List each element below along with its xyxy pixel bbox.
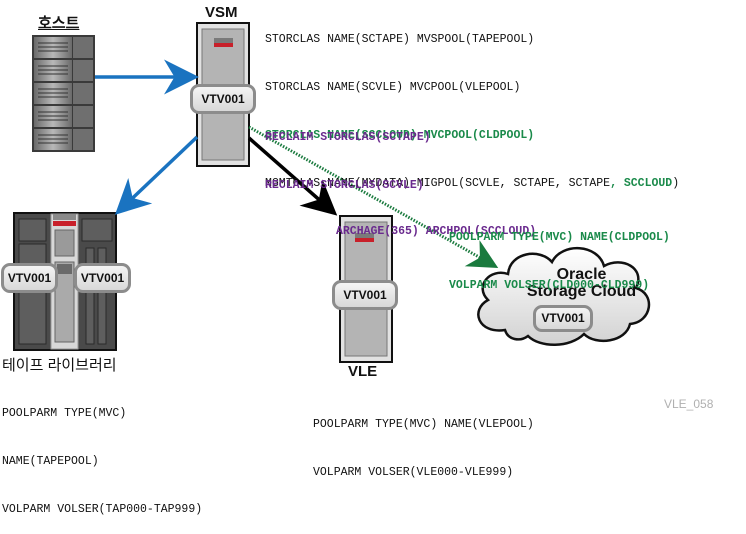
cloud-cmd-line2: VOLPARM VOLSER(CLD000-CLD999) — [449, 279, 650, 292]
vsm-vtv-badge: VTV001 — [190, 84, 256, 114]
vsm-to-vle-arrow — [247, 136, 338, 216]
vle-cmd-line2: VOLPARM VOLSER(VLE000-VLE999) — [313, 466, 514, 479]
vsm-cmd-line2: STORCLAS NAME(SCVLE) MVCPOOL(VLEPOOL) — [265, 81, 521, 94]
vsm-cmd-line4-green: SCCLOUD — [623, 177, 673, 190]
reclaim-line1: RECLAIM STORCLAS(SCTAPE) — [265, 131, 431, 144]
tape-vtv-right-badge: VTV001 — [74, 263, 131, 293]
vsm-to-tape-arrow — [114, 135, 199, 215]
cloud-label-line2: Storage Cloud — [526, 283, 637, 300]
tape-cmd-line2: NAME(TAPEPOOL) — [2, 455, 99, 468]
tape-commands: POOLPARM TYPE(MVC) NAME(TAPEPOOL) VOLPAR… — [2, 374, 202, 534]
figure-id: VLE_058 — [664, 397, 714, 411]
vsm-cmd-line4-sep: , — [610, 177, 624, 190]
cloud-commands: POOLPARM TYPE(MVC) NAME(CLDPOOL) VOLPARM… — [449, 198, 670, 310]
tape-cmd-line1: POOLPARM TYPE(MVC) — [2, 407, 127, 420]
host-server-icon — [32, 35, 95, 152]
cloud-vtv-badge: VTV001 — [533, 305, 593, 332]
vsm-cmd-line4-main: MGMTCLAS NAME(MYDATA) MIGPOL(SCVLE, SCTA… — [265, 177, 611, 190]
tape-vtv-left-badge: VTV001 — [1, 263, 58, 293]
vle-cmd-line1: POOLPARM TYPE(MVC) NAME(VLEPOOL) — [313, 418, 534, 431]
vle-label: VLE — [348, 363, 378, 380]
cloud-label: Oracle Storage Cloud — [509, 266, 654, 300]
cloud-cmd-line1: POOLPARM TYPE(MVC) NAME(CLDPOOL) — [449, 231, 670, 244]
vsm-cmd-line4-end: ) — [672, 177, 680, 190]
reclaim-line2: RECLAIM STORCLAS(SCVLE) — [265, 179, 424, 192]
tape-cmd-line3: VOLPARM VOLSER(TAP000-TAP999) — [2, 503, 203, 516]
vsm-label: VSM — [205, 4, 238, 21]
diagram-graphics — [13, 22, 651, 363]
cloud-icon — [477, 247, 651, 346]
cloud-label-line1: Oracle — [556, 266, 607, 283]
vsm-cmd-line3: STORCLAS NAME(SCCLOUD) MVCPOOL(CLDPOOL) — [265, 129, 535, 142]
host-label: 호스트 — [38, 15, 80, 32]
vsm-cmd-line5: ARCHAGE(365) ARCHPOL(SCCLOUD) — [336, 225, 537, 238]
vsm-commands: STORCLAS NAME(SCTAPE) MVSPOOL(TAPEPOOL) … — [265, 0, 679, 256]
reclaim-commands: RECLAIM STORCLAS(SCTAPE) RECLAIM STORCLA… — [265, 98, 431, 210]
vle-vtv-badge: VTV001 — [332, 280, 398, 310]
vsm-cmd-line4: MGMTCLAS NAME(MYDATA) MIGPOL(SCVLE, SCTA… — [265, 176, 679, 192]
vle-commands: POOLPARM TYPE(MVC) NAME(VLEPOOL) VOLPARM… — [313, 385, 534, 497]
vsm-cmd-line1: STORCLAS NAME(SCTAPE) MVSPOOL(TAPEPOOL) — [265, 33, 535, 46]
tape-library-label: 테이프 라이브러리 — [2, 357, 117, 374]
